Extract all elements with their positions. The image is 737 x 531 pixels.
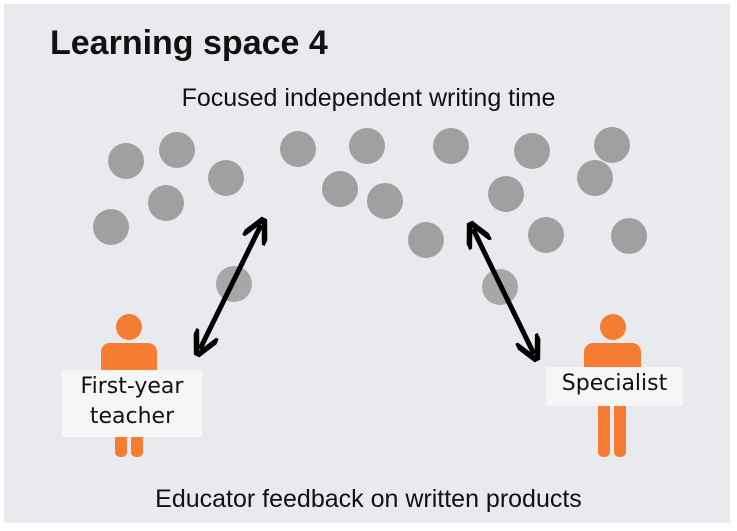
student-dot [577,160,613,196]
interaction-arrow [201,227,260,347]
interaction-arrow [474,231,533,352]
diagram-title: Learning space 4 [50,24,328,62]
student-dot [514,133,550,169]
student-dot [322,171,358,207]
student-dot [280,131,316,167]
student-dot [594,127,630,163]
student-dot [208,160,244,196]
student-dot [528,217,564,253]
specialist-label: Specialist [546,367,683,406]
diagram-subtitle: Focused independent writing time [181,84,556,112]
student-dot [93,209,129,245]
student-dot [148,185,184,221]
diagram-caption: Educator feedback on written products [155,485,582,513]
student-dot [408,222,444,258]
first-year-teacher-label-line1: First-year [80,374,184,399]
student-dot [488,176,524,212]
first-year-teacher-label-line2: teacher [89,404,175,429]
student-dot [159,132,195,168]
student-dot [367,183,403,219]
student-dot [611,218,647,254]
student-dot [433,128,469,164]
student-dot [349,128,385,164]
first-year-teacher-label: First-year teacher [62,370,202,437]
student-dot [108,143,144,179]
